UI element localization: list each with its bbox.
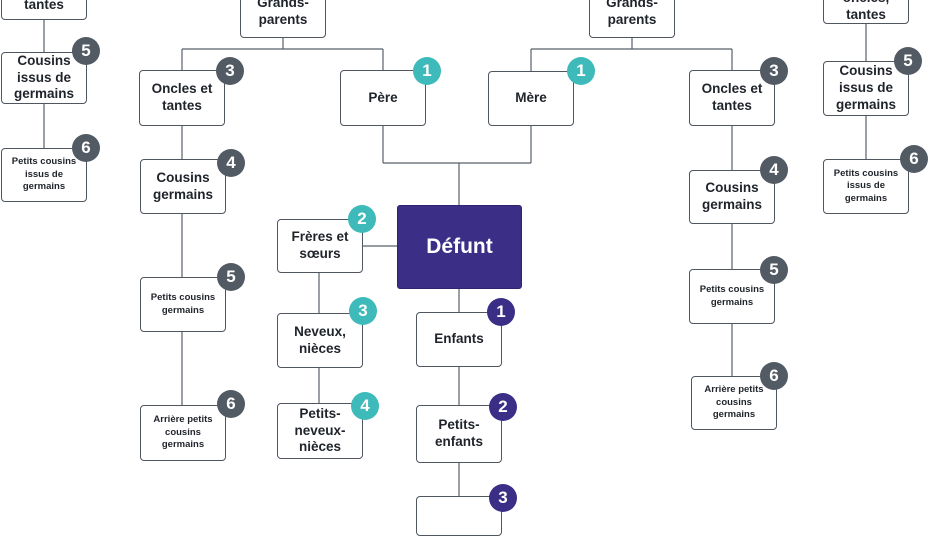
node-cousins-germains-paternal: Cousins germains: [140, 159, 226, 214]
badge-degree: 3: [216, 57, 244, 85]
node-label: Cousins germains: [152, 169, 214, 202]
node-label: Cousins issus de germains: [13, 52, 75, 102]
node-label: Oncles et tantes: [151, 81, 213, 113]
node-label: Petits cousins germains: [699, 284, 765, 308]
node-oncles-right: oncles, tantes: [823, 0, 909, 24]
badge-degree: 4: [760, 156, 788, 184]
badge-degree: 5: [894, 47, 922, 75]
node-freres-soeurs: Frères et sœurs: [277, 219, 363, 273]
node-petits-cousins-issus-right: Petits cousins issus de germains: [823, 159, 909, 214]
badge-degree: 1: [487, 298, 515, 326]
node-neveux-nieces: Neveux, nièces: [277, 313, 363, 368]
node-petits-cousins-paternal: Petits cousins germains: [140, 277, 226, 332]
node-label: tantes: [24, 0, 64, 12]
node-label: Petits cousins issus de germains: [11, 156, 77, 193]
node-petits-cousins-issus-left: Petits cousins issus de germains: [1, 148, 87, 202]
connector-lines: [43, 20, 867, 500]
node-label: Oncles et tantes: [701, 81, 763, 113]
node-label: Cousins germains: [701, 180, 763, 212]
node-mere: Mère: [488, 71, 574, 126]
node-label: Petits cousins germains: [150, 292, 216, 316]
node-label: Père: [368, 89, 398, 105]
node-petits-cousins-maternal: Petits cousins germains: [689, 269, 775, 324]
badge-degree: 6: [760, 362, 788, 390]
node-enfants: Enfants: [416, 312, 502, 367]
badge-degree: 5: [760, 256, 788, 284]
node-petits-neveux: Petits- neveux- nièces: [277, 403, 363, 459]
node-arriere-petits-cousins-paternal: Arrière petits cousins germains: [140, 405, 226, 461]
node-label: Cousins issus de germains: [835, 63, 897, 112]
node-pere: Père: [340, 70, 426, 126]
node-grands-parents-maternal: Grands- parents: [589, 0, 675, 38]
badge-degree: 5: [217, 263, 245, 291]
badge-degree: 5: [72, 37, 100, 65]
badge-degree: 6: [900, 145, 928, 173]
node-label: Enfants: [434, 331, 484, 347]
node-label: Frères et sœurs: [291, 229, 349, 261]
node-label: Défunt: [426, 234, 493, 258]
badge-degree: 2: [348, 205, 376, 233]
node-label: Arrière petits cousins germains: [153, 414, 213, 451]
node-label: Grands- parents: [257, 0, 309, 27]
node-label: Mère: [515, 90, 547, 106]
badge-degree: 1: [567, 57, 595, 85]
node-label: Petits- enfants: [434, 417, 483, 449]
badge-degree: 3: [489, 484, 517, 512]
badge-degree: 2: [489, 393, 517, 421]
badge-degree: 4: [217, 149, 245, 177]
node-oncles-maternal: Oncles et tantes: [689, 70, 775, 126]
node-oncles-paternal: Oncles et tantes: [139, 70, 225, 126]
node-cousins-issus-left: Cousins issus de germains: [1, 52, 87, 104]
node-label: Petits cousins issus de germains: [833, 167, 899, 204]
node-label: Petits- neveux- nièces: [294, 405, 346, 455]
node-tantes-left: tantes: [1, 0, 87, 20]
badge-degree: 3: [349, 297, 377, 325]
badge-degree: 4: [351, 392, 379, 420]
node-petits-enfants: Petits- enfants: [416, 405, 502, 463]
badge-degree: 6: [217, 390, 245, 418]
badge-degree: 6: [72, 134, 100, 162]
node-label: Neveux, nièces: [294, 323, 346, 356]
node-label: Grands- parents: [606, 0, 658, 27]
node-defunt: Défunt: [397, 205, 522, 289]
node-cousins-germains-maternal: Cousins germains: [689, 170, 775, 224]
badge-degree: 3: [760, 57, 788, 85]
node-grands-parents-paternal: Grands- parents: [240, 0, 326, 38]
node-label: oncles, tantes: [843, 0, 890, 22]
badge-degree: 1: [413, 57, 441, 85]
node-cousins-issus-right: Cousins issus de germains: [823, 61, 909, 116]
node-label: Arrière petits cousins germains: [704, 384, 764, 421]
